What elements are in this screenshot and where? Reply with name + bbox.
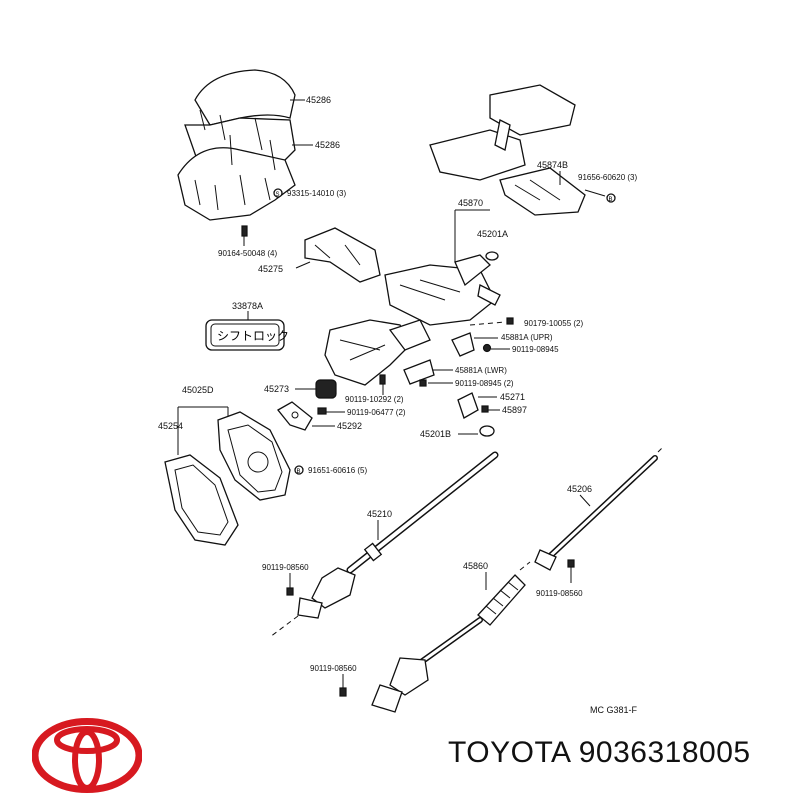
label-91651: 91651-60616 (5): [308, 466, 367, 475]
bolt-icon: [379, 374, 386, 385]
washer-45201A: [485, 251, 499, 261]
label-90164: 90164-50048 (4): [218, 249, 277, 258]
plate-45025D: [217, 411, 291, 501]
svg-text:B: B: [609, 197, 613, 203]
bolt-icon: [567, 559, 575, 568]
washer-45201B: [479, 425, 495, 437]
label-45275: 45275: [258, 264, 283, 274]
label-45273: 45273: [264, 384, 289, 394]
label-90119-10292: 90119-10292 (2): [345, 395, 404, 404]
clamp-45271: [457, 392, 479, 419]
label-90119-08560-b: 90119-08560: [536, 589, 583, 598]
label-45870: 45870: [458, 198, 483, 208]
u-joint-lower: [371, 657, 429, 713]
bolt-icon: [481, 405, 489, 413]
label-90119-08560-a: 90119-08560: [262, 563, 309, 572]
label-90119-06477: 90119-06477 (2): [347, 408, 406, 417]
label-90119-08560-c: 90119-08560: [310, 664, 357, 673]
label-45286-lower: 45286: [315, 140, 340, 150]
label-93315: 93315-14010 (3): [287, 189, 346, 198]
label-45201B: 45201B: [420, 429, 451, 439]
bolt-icon: [419, 379, 427, 387]
screw-icon: B: [294, 465, 304, 475]
clamp-45881A-upper: [451, 332, 475, 357]
label-90119-08945b: 90119-08945 (2): [455, 379, 514, 388]
label-90119-08945a: 90119-08945: [512, 345, 559, 354]
screw-icon: B: [606, 193, 616, 203]
bolt-icon: [317, 407, 327, 415]
brand-part-number: TOYOTA 9036318005: [448, 736, 751, 769]
screw-icon: S: [273, 188, 283, 198]
label-33878A: 33878A: [232, 301, 263, 311]
upper-bracket-assembly: [429, 84, 576, 181]
bracket-45275: [304, 227, 381, 283]
bushing-45273: [315, 379, 337, 399]
bolt-icon: [506, 317, 514, 325]
label-45292: 45292: [337, 421, 362, 431]
label-45206: 45206: [567, 484, 592, 494]
shift-lock-plate: シフトロック: [205, 319, 289, 351]
lower-column-cover: [177, 134, 296, 221]
svg-text:B: B: [297, 469, 301, 475]
bolt-icon: [482, 343, 492, 353]
shaft-45210: [346, 451, 499, 574]
toyota-logo: [32, 718, 142, 793]
shift-lock-label-text: シフトロック: [217, 329, 289, 343]
shaft-45206: [534, 455, 658, 571]
label-45881A-lwr: 45881A (LWR): [455, 366, 507, 375]
bracket-45874B: [499, 167, 586, 216]
label-45897: 45897: [502, 405, 527, 415]
diagram-reference: MC G381-F: [590, 705, 638, 715]
plate-45292: [277, 401, 313, 431]
bolt-icon: [241, 225, 248, 237]
u-joint-upper: [297, 567, 356, 619]
svg-text:S: S: [276, 192, 280, 198]
label-45254: 45254: [158, 421, 183, 431]
label-45881A-upr: 45881A (UPR): [501, 333, 553, 342]
label-45271: 45271: [500, 392, 525, 402]
label-45201A: 45201A: [477, 229, 508, 239]
bolt-icon: [339, 687, 347, 697]
column-bracket-45870: [384, 254, 501, 326]
label-45874B: 45874B: [537, 160, 568, 170]
boot-45860: [477, 574, 526, 626]
label-45025D: 45025D: [182, 385, 214, 395]
label-91656: 91656-60620 (3): [578, 173, 637, 182]
clamp-45881A-lower: [403, 359, 435, 385]
label-45286-upper: 45286: [306, 95, 331, 105]
label-90179: 90179-10055 (2): [524, 319, 583, 328]
lower-column-bracket: [324, 319, 431, 386]
gasket-45254: [164, 454, 239, 546]
bolt-icon: [286, 587, 294, 596]
label-45210: 45210: [367, 509, 392, 519]
label-45860: 45860: [463, 561, 488, 571]
